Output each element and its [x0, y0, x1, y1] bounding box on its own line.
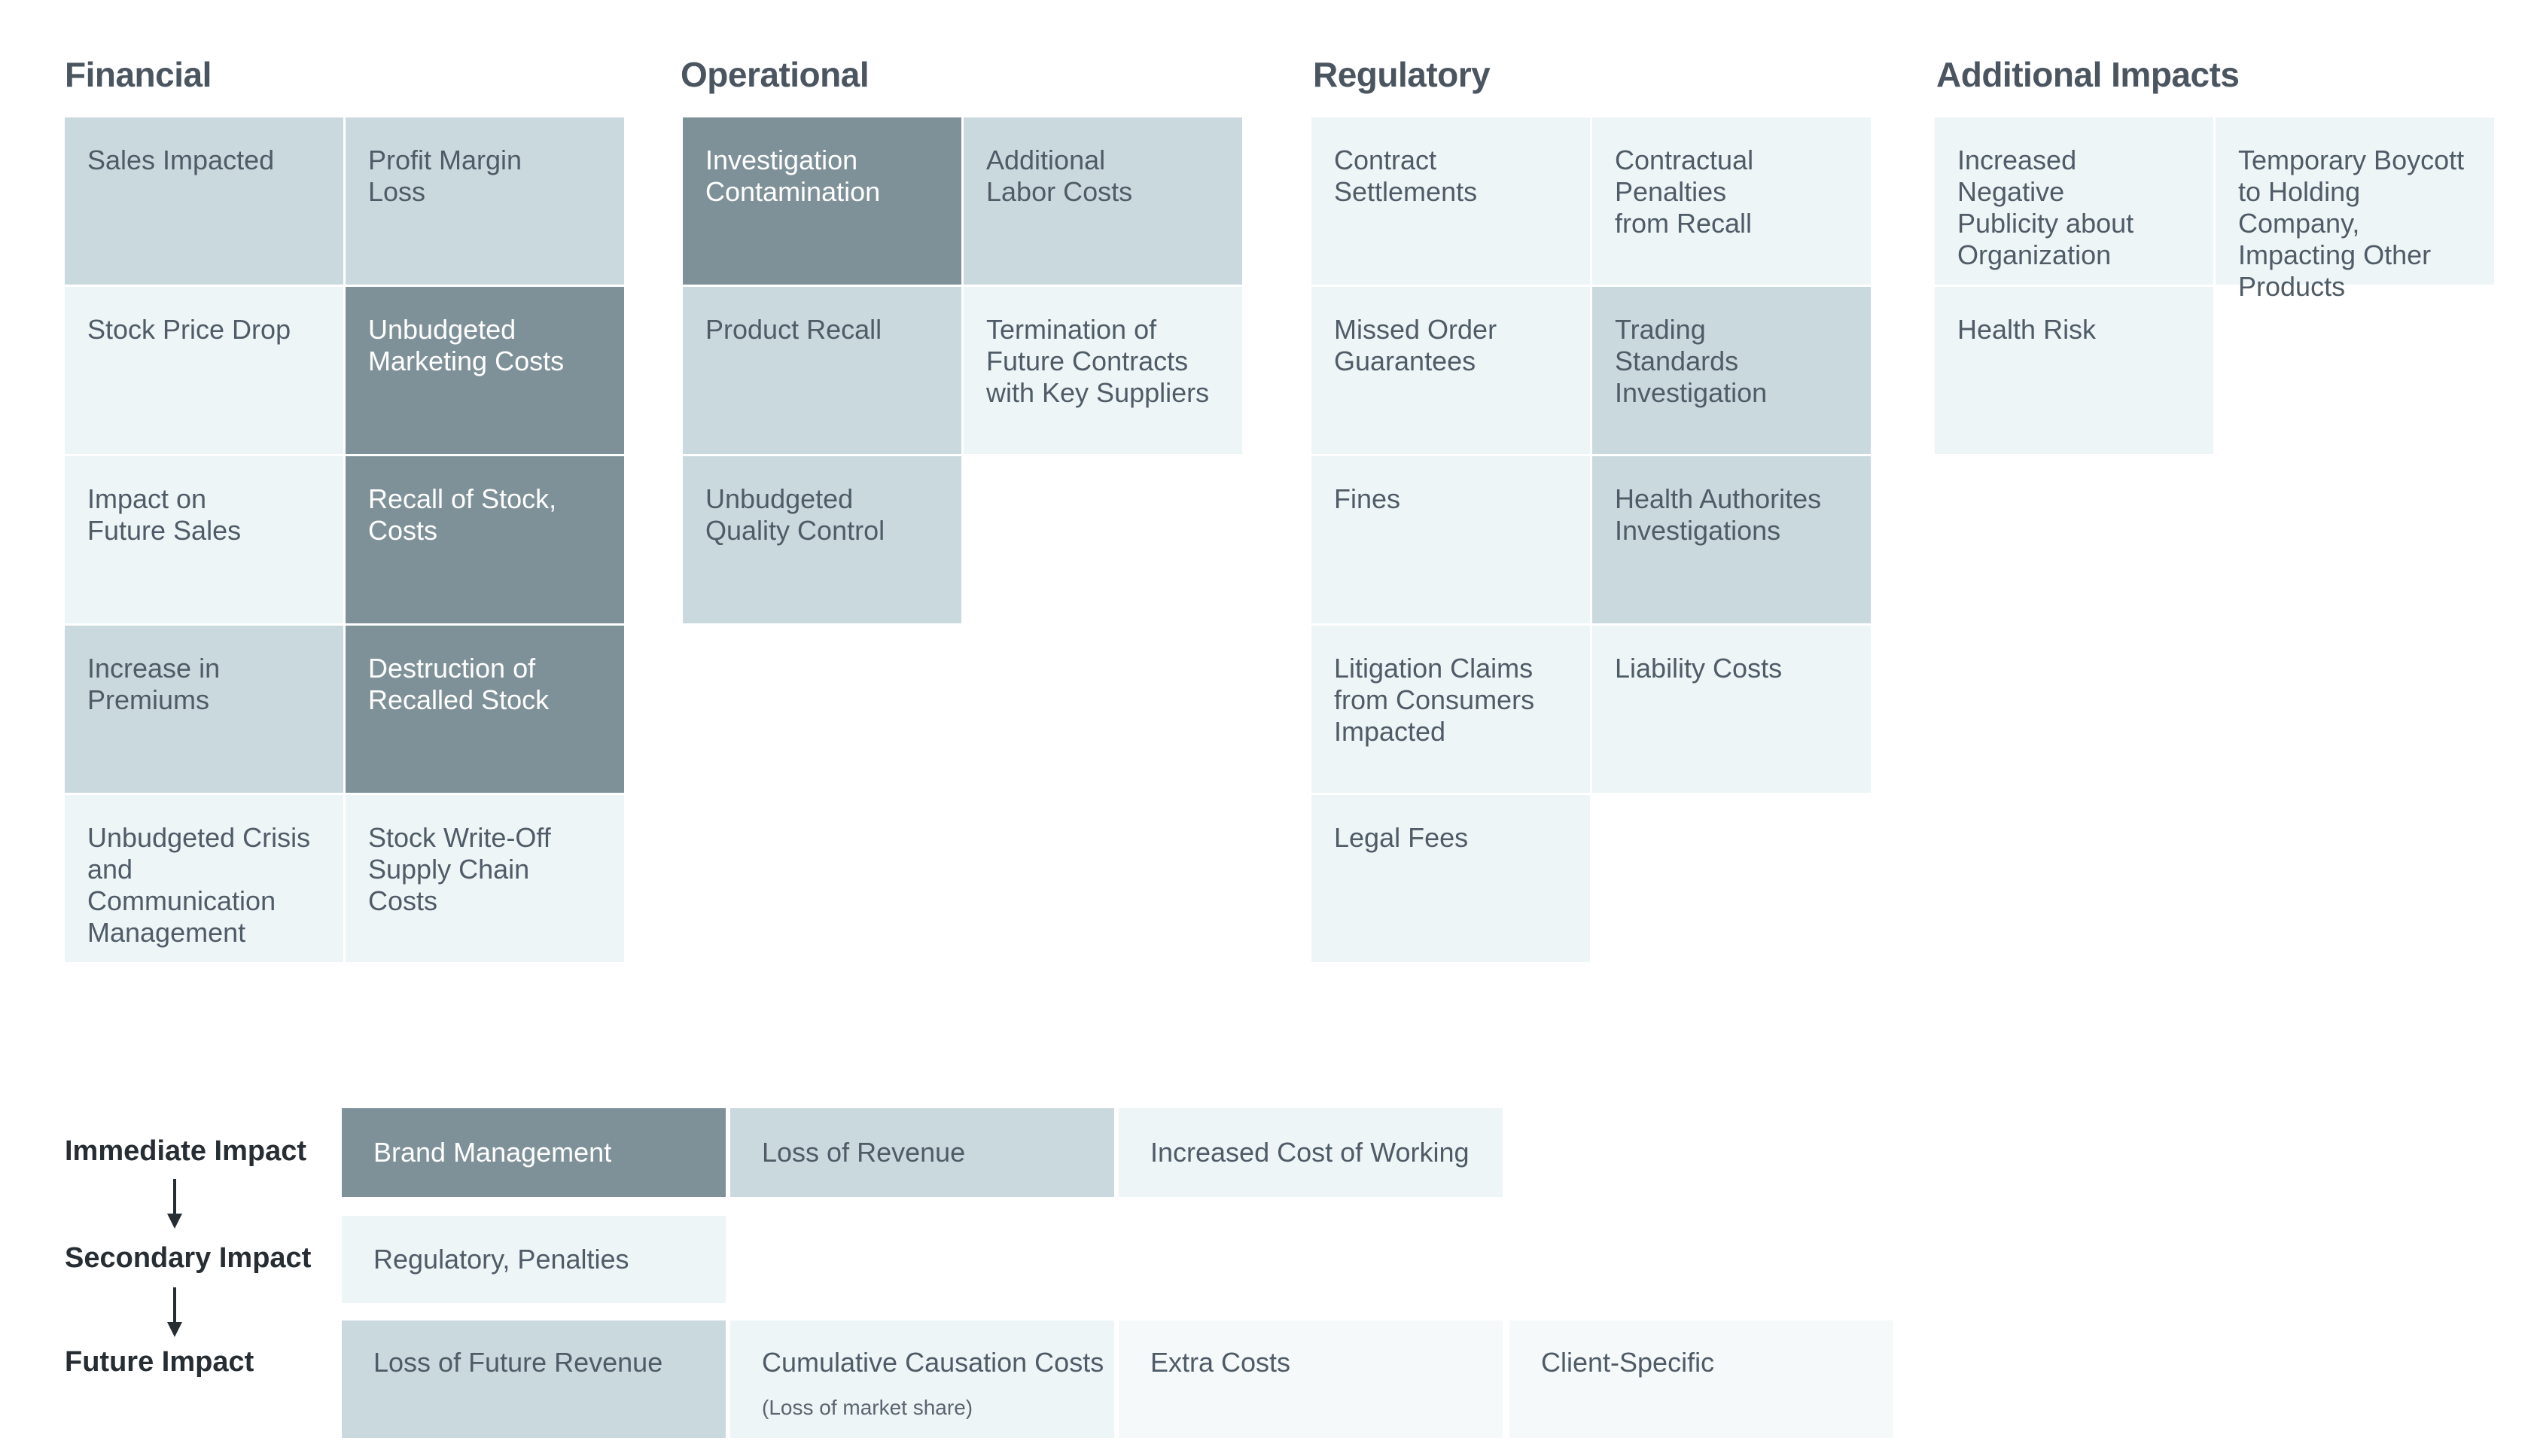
additional-impact-cell: Temporary Boycott to Holding Company, Im… — [2216, 117, 2494, 302]
additional-impact-cell: Health Risk — [1935, 287, 2213, 454]
immediate-impact-box-label: Loss of Revenue — [762, 1137, 966, 1168]
regulatory-impact-cell: Litigation Claims from Consumers Impacte… — [1311, 626, 1590, 793]
financial-impact-cell: Recall of Stock, Costs — [346, 456, 624, 623]
financial-impact-cell: Stock Price Drop — [65, 287, 343, 454]
financial-impact-cell: Increase in Premiums — [65, 626, 343, 793]
financial-impact-cell: Unbudgeted Crisis and Communication Mana… — [65, 795, 343, 962]
operational-impact-cell: Product Recall — [683, 287, 961, 454]
secondary-impact-label: Secondary Impact — [65, 1242, 312, 1274]
immediate-impact-box: Loss of Revenue — [730, 1108, 1114, 1197]
operational-impact-cell: Additional Labor Costs — [964, 117, 1242, 285]
future-impact-box: Loss of Future Revenue — [342, 1320, 726, 1438]
immediate-impact-box-label: Increased Cost of Working — [1150, 1137, 1470, 1168]
financial-impact-cell: Impact on Future Sales — [65, 456, 343, 623]
financial-impact-cell: Destruction of Recalled Stock — [346, 626, 624, 793]
regulatory-impact-cell: Contract Settlements — [1311, 117, 1590, 285]
regulatory-impact-cell: Health Authorites Investigations — [1592, 456, 1871, 623]
financial-impact-cell: Profit Margin Loss — [346, 117, 624, 285]
future-impact-box: Client-Specific — [1509, 1320, 1893, 1438]
immediate-impact-box-label: Brand Management — [373, 1137, 612, 1168]
future-impact-box-label: Client-Specific — [1541, 1347, 1715, 1378]
immediate-impact-box: Increased Cost of Working — [1119, 1108, 1503, 1197]
financial-heading: Financial — [65, 55, 212, 94]
future-impact-box-sublabel: (Loss of market share) — [762, 1396, 973, 1419]
financial-impact-cell: Stock Write-Off Supply Chain Costs — [346, 795, 624, 962]
operational-impact-cell: Investigation Contamination — [683, 117, 961, 285]
regulatory-impact-cell: Liability Costs — [1592, 626, 1871, 793]
future-impact-box-label: Extra Costs — [1150, 1347, 1291, 1378]
future-impact-box-label: Cumulative Causation Costs — [762, 1347, 1104, 1378]
regulatory-heading: Regulatory — [1313, 55, 1491, 94]
future-impact-label: Future Impact — [65, 1346, 254, 1378]
regulatory-impact-cell: Missed Order Guarantees — [1311, 287, 1590, 454]
future-impact-box: Cumulative Causation Costs (Loss of marke… — [730, 1320, 1114, 1438]
additional-impacts-heading: Additional Impacts — [1936, 55, 2240, 94]
operational-impact-cell: Unbudgeted Quality Control — [683, 456, 961, 623]
arrow-down-icon — [167, 1287, 182, 1337]
financial-impact-cell: Unbudgeted Marketing Costs — [346, 287, 624, 454]
regulatory-impact-cell: Fines — [1311, 456, 1590, 623]
regulatory-impact-cell: Trading Standards Investigation — [1592, 287, 1871, 454]
future-impact-box: Extra Costs — [1119, 1320, 1503, 1438]
immediate-impact-box: Brand Management — [342, 1108, 726, 1197]
financial-impact-cell: Sales Impacted — [65, 117, 343, 285]
regulatory-impact-cell: Contractual Penalties from Recall — [1592, 117, 1871, 285]
operational-heading: Operational — [681, 55, 870, 94]
secondary-impact-box-label: Regulatory, Penalties — [373, 1244, 629, 1275]
immediate-impact-label: Immediate Impact — [65, 1135, 306, 1167]
additional-impact-cell: Increased Negative Publicity about Organ… — [1935, 117, 2213, 285]
additional-impacts-grid: Increased Negative Publicity about Organ… — [1935, 117, 2494, 454]
future-impact-box-label: Loss of Future Revenue — [373, 1347, 663, 1378]
arrow-down-icon — [167, 1179, 182, 1229]
operational-impact-cell: Termination of Future Contracts with Key… — [964, 287, 1242, 454]
regulatory-impact-cell: Legal Fees — [1311, 795, 1590, 962]
secondary-impact-box: Regulatory, Penalties — [342, 1216, 726, 1303]
